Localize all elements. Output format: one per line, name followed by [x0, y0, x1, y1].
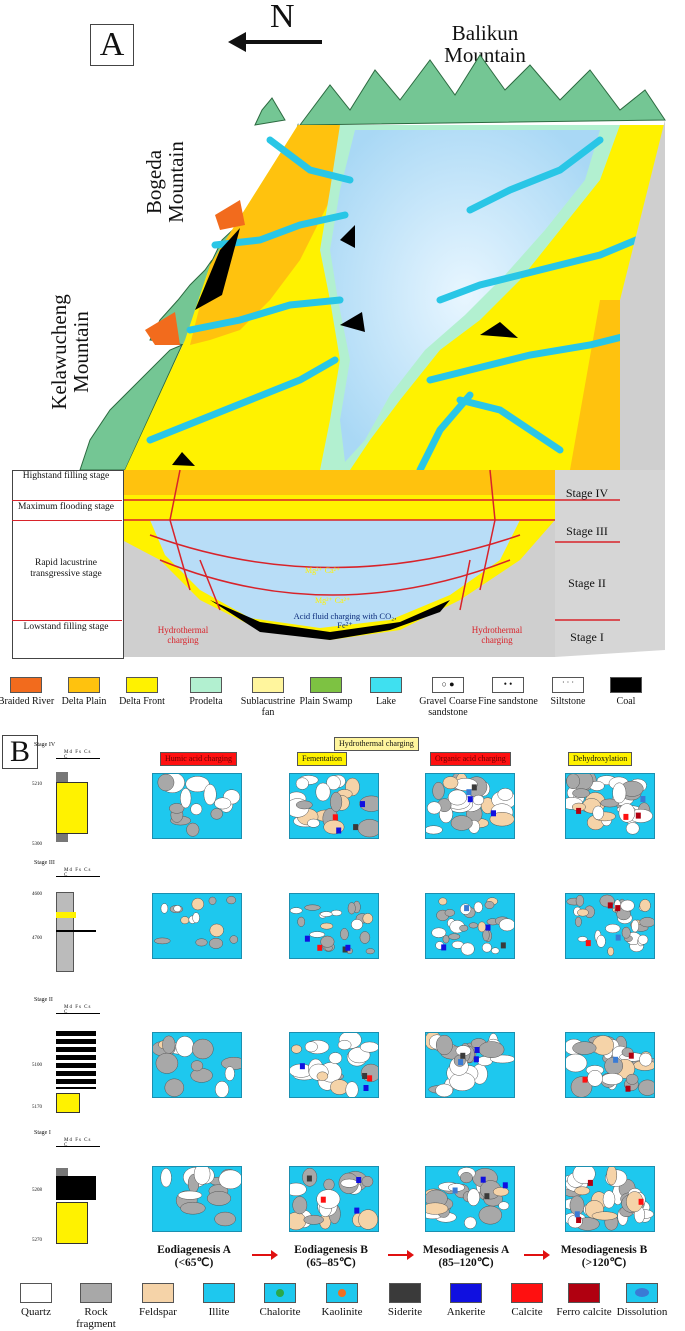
legend-ferro-calcite: Ferro calcite [556, 1283, 612, 1318]
legend-plain-swamp: Plain Swamp [296, 677, 356, 707]
mg-ca-lower: Mg²⁺ Ca²⁺ [315, 596, 351, 605]
legend-gravel: ○ ●Gravel Coarse sandstone [419, 677, 477, 718]
strat-column-stage-i: Stage I Md Fs Cs C 5208 5270 [28, 1130, 100, 1250]
stage-iii-label: Stage III [566, 524, 608, 538]
legend-ankerite: Ankerite [438, 1283, 494, 1318]
thin-section [289, 893, 379, 959]
eodiagenesis-b-label: Eodiagenesis B(65–85℃) [294, 1244, 368, 1269]
thin-section [565, 773, 655, 839]
eodiagenesis-a-label: Eodiagenesis A(<65℃) [157, 1244, 231, 1269]
arrow-right-icon [252, 1250, 278, 1260]
stage-left-box [12, 470, 124, 659]
legend-illite: Illite [191, 1283, 247, 1318]
thin-section [425, 893, 515, 959]
stage-max-flooding: Maximum flooding stage [17, 502, 115, 512]
legend-delta-front: Delta Front [112, 677, 172, 707]
process-fementation: Fementation [297, 752, 347, 766]
legend-feldspar: Feldspar [130, 1283, 186, 1318]
stage-transgressive: Rapid lacustrine transgressive stage [30, 558, 102, 579]
stage-ii-label: Stage II [568, 576, 606, 590]
strat-column-stage-iii: Stage III Md Fs Cs C 4600 4700 [28, 860, 100, 972]
thin-section [425, 1032, 515, 1098]
stage-lowstand: Lowstand filling stage [23, 622, 109, 632]
process-humic-acid: Humic acid charging [160, 752, 237, 766]
thin-section [289, 1166, 379, 1232]
legend-siderite: Siderite [377, 1283, 433, 1318]
legend-delta-plain: Delta Plain [54, 677, 114, 707]
legend-calcite: Calcite [499, 1283, 555, 1318]
strat-column-stage-ii: Stage II Md Fs Cs C 5100 5170 [28, 997, 100, 1117]
arrow-right-icon [388, 1250, 414, 1260]
mesodiagenesis-b-label: Mesodiagenesis B(>120℃) [560, 1244, 648, 1269]
thin-section [565, 1032, 655, 1098]
legend-chalorite: Chalorite [252, 1283, 308, 1318]
legend-dissolution: Dissolution [614, 1283, 670, 1318]
legend-coal: Coal [596, 677, 656, 707]
stage-highstand: Highstand filling stage [22, 471, 110, 481]
thin-section [152, 893, 242, 959]
north-label: N [270, 0, 295, 35]
panel-b-label: B [2, 735, 38, 769]
thin-section [425, 773, 515, 839]
north-arrow-icon [228, 32, 322, 52]
legend-prodelta: Prodelta [176, 677, 236, 707]
hydrothermal-charging-right: Hydrothermal charging [471, 625, 523, 645]
process-dehydroxylation: Dehydroxylation [568, 752, 633, 766]
thin-section [152, 1032, 242, 1098]
basin-block-diagram [79, 54, 666, 657]
thin-section [289, 1032, 379, 1098]
legend-braided-river: Braided River [0, 677, 56, 707]
legend-sublacustrine-fan: Sublacustrine fan [238, 677, 298, 718]
mg-ca-upper: Mg²⁺ Ca²⁺ [305, 566, 341, 575]
legend-siltstone: · · ·Siltstone [550, 677, 586, 707]
legend-kaolinite: Kaolinite [314, 1283, 370, 1318]
hydrothermal-charging-title: Hydrothermal charging [334, 737, 419, 751]
legend-fine-sandstone: • •Fine sandstone [478, 677, 538, 707]
thin-section [152, 773, 242, 839]
hydrothermal-charging-left: Hydrothermal charging [157, 625, 209, 645]
legend-rock-fragment: Rock fragment [68, 1283, 124, 1330]
balikun-mountain-label: Balikun Mountain [444, 21, 526, 67]
strat-column-stage-iv: Stage IV Md Fs Cs C 5210 5300 [28, 742, 100, 850]
thin-section [152, 1166, 242, 1232]
thin-section [565, 893, 655, 959]
thin-section [565, 1166, 655, 1232]
process-organic-acid: Organic acid charging [430, 752, 511, 766]
thin-section [425, 1166, 515, 1232]
stage-i-label: Stage I [570, 630, 604, 644]
stage-iv-label: Stage IV [565, 486, 609, 500]
mesodiagenesis-a-label: Mesodiagenesis A(85–120℃) [422, 1244, 510, 1269]
legend-lake: Lake [356, 677, 416, 707]
thin-section [289, 773, 379, 839]
panel-a-label: A [90, 24, 134, 66]
legend-quartz: Quartz [8, 1283, 64, 1318]
acid-fluid-charging: Acid fluid charging with CO₂, Fe²⁺ [293, 611, 397, 630]
arrow-right-icon [524, 1250, 550, 1260]
